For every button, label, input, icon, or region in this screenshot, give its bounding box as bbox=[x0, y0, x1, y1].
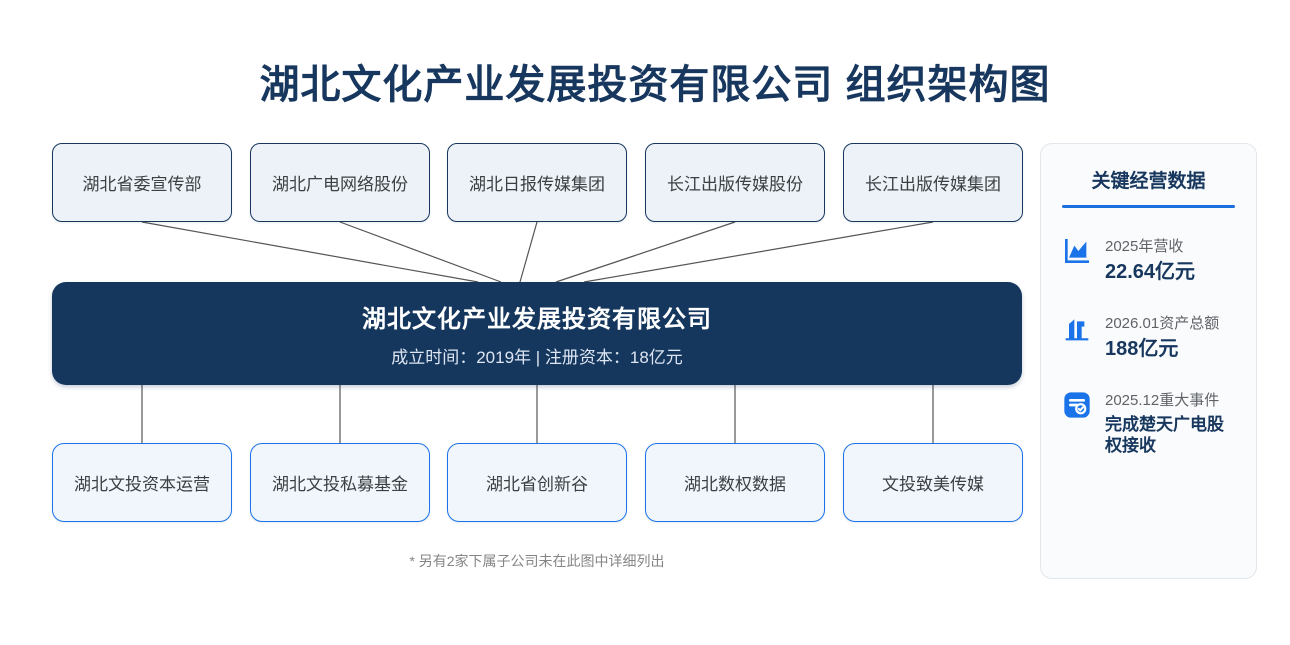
key-data-panel: 关键经营数据 2025年营收 22.64亿元 bbox=[1040, 143, 1257, 579]
parent-node-label: 湖北广电网络股份 bbox=[272, 175, 408, 194]
company-details: 成立时间：2019年 | 注册资本：18亿元 bbox=[391, 348, 683, 367]
footnote: * 另有2家下属子公司未在此图中详细列出 bbox=[409, 553, 665, 569]
company-node: 湖北文化产业发展投资有限公司 成立时间：2019年 | 注册资本：18亿元 bbox=[52, 282, 1022, 385]
parent-node: 湖北广电网络股份 bbox=[250, 143, 430, 222]
company-name: 湖北文化产业发展投资有限公司 bbox=[362, 306, 712, 333]
subsidiary-node-label: 湖北数权数据 bbox=[684, 475, 786, 494]
subsidiary-node: 湖北省创新谷 bbox=[447, 443, 627, 522]
kpi-label: 2025.12重大事件 bbox=[1105, 392, 1220, 409]
subsidiary-node-label: 湖北文投私募基金 bbox=[272, 475, 408, 494]
parent-node-label: 湖北省委宣传部 bbox=[82, 175, 202, 194]
kpi-value: 完成楚天广电股权接收 bbox=[1105, 415, 1224, 456]
parent-node: 长江出版传媒股份 bbox=[645, 143, 825, 222]
kpi-value: 188亿元 bbox=[1105, 338, 1179, 360]
subsidiary-node: 文投致美传媒 bbox=[843, 443, 1023, 522]
subsidiary-node-label: 湖北省创新谷 bbox=[486, 475, 588, 494]
parent-node-label: 长江出版传媒股份 bbox=[667, 175, 803, 194]
subsidiary-node-label: 文投致美传媒 bbox=[882, 475, 984, 494]
subsidiary-node: 湖北文投私募基金 bbox=[250, 443, 430, 522]
kpi-label: 2025年营收 bbox=[1105, 238, 1184, 255]
page-title: 湖北文化产业发展投资有限公司 组织架构图 bbox=[259, 63, 1051, 107]
parent-node: 湖北日报传媒集团 bbox=[447, 143, 627, 222]
panel-title: 关键经营数据 bbox=[1091, 171, 1206, 192]
kpi-assets: 2026.01资产总额 188亿元 bbox=[1061, 312, 1236, 362]
panel-title-underline bbox=[1062, 205, 1235, 208]
subsidiary-node: 湖北数权数据 bbox=[645, 443, 825, 522]
parent-node-label: 湖北日报传媒集团 bbox=[469, 175, 605, 194]
subsidiary-node: 湖北文投资本运营 bbox=[52, 443, 232, 522]
parent-node: 湖北省委宣传部 bbox=[52, 143, 232, 222]
kpi-revenue: 2025年营收 22.64亿元 bbox=[1061, 235, 1236, 285]
kpi-value: 22.64亿元 bbox=[1105, 261, 1196, 283]
kpi-event: 2025.12重大事件 完成楚天广电股权接收 bbox=[1061, 389, 1236, 457]
kpi-label: 2026.01资产总额 bbox=[1105, 315, 1220, 332]
area-chart-icon bbox=[1061, 235, 1093, 267]
task-check-icon bbox=[1061, 389, 1093, 421]
parent-node-label: 长江出版传媒集团 bbox=[865, 175, 1001, 194]
subsidiary-node-label: 湖北文投资本运营 bbox=[74, 475, 210, 494]
building-icon bbox=[1061, 312, 1093, 344]
parent-node: 长江出版传媒集团 bbox=[843, 143, 1023, 222]
